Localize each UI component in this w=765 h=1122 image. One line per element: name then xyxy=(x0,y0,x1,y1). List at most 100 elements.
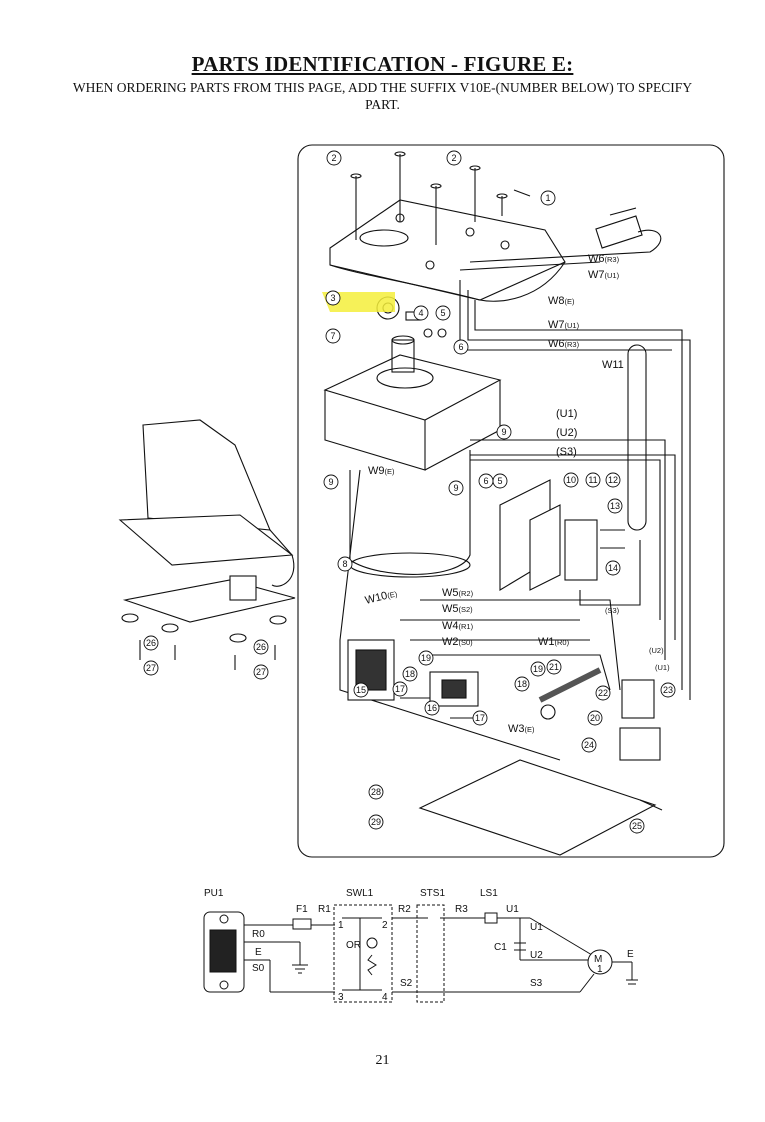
callout-22: 22 xyxy=(598,688,608,698)
callout-4: 4 xyxy=(418,308,423,318)
schematic-label-s3: S3 xyxy=(530,978,543,989)
schematic-label-e-right: E xyxy=(627,949,634,960)
callout-15: 15 xyxy=(356,685,366,695)
callout-12: 12 xyxy=(608,475,618,485)
schematic-label-c1: C1 xyxy=(494,942,507,953)
schematic-label-sts1: STS1 xyxy=(420,888,445,899)
schematic-label-s0: S0 xyxy=(252,963,265,974)
wire-label-w10: W10(E) xyxy=(364,587,399,607)
switch-terminal-4: 4 xyxy=(382,992,388,1003)
wire-label-w6: W6(R3) xyxy=(588,253,620,265)
schematic-label-u2: U2 xyxy=(530,950,543,961)
wire-label-s3-small: (S3) xyxy=(605,606,620,615)
wire-label-w11: W11 xyxy=(602,359,624,371)
wiring-schematic xyxy=(203,904,638,1003)
callout-18: 18 xyxy=(517,679,527,689)
callout-27: 27 xyxy=(146,663,156,673)
schematic-label-u1: U1 xyxy=(506,904,519,915)
callout-9: 9 xyxy=(453,483,458,493)
wire-label-w1: W1(R0) xyxy=(538,636,570,648)
schematic-label-s2: S2 xyxy=(400,978,413,989)
callout-23: 23 xyxy=(663,685,673,695)
schematic-label-r0: R0 xyxy=(252,929,265,940)
callout-13: 13 xyxy=(610,501,620,511)
parts-figure: 1 2 2 3 4 5 6 7 8 9 9 9 6 5 10 11 12 13 … xyxy=(118,144,725,1003)
schematic-label-swl1: SWL1 xyxy=(346,888,374,899)
callout-28: 28 xyxy=(371,787,381,797)
w11-tube xyxy=(627,344,647,531)
callout-6: 6 xyxy=(483,476,488,486)
callout-9: 9 xyxy=(328,477,333,487)
page-number: 21 xyxy=(375,1053,390,1068)
exploded-view-frame xyxy=(297,144,725,858)
motor xyxy=(349,450,471,575)
callout-6: 6 xyxy=(458,342,463,352)
schematic-label-pu1: PU1 xyxy=(204,888,224,899)
schematic-label-motor-sub: 1 xyxy=(597,964,603,975)
wire-label-w4: W4(R1) xyxy=(442,620,474,632)
wire-label-w5-s2: W5(S2) xyxy=(442,603,473,615)
schematic-label-r2: R2 xyxy=(398,904,411,915)
page-title: PARTS IDENTIFICATION - FIGURE E: xyxy=(191,52,574,76)
callout-19: 19 xyxy=(533,664,543,674)
schematic-label-motor: M xyxy=(594,954,602,965)
callout-8: 8 xyxy=(342,559,347,569)
wire-label-w7: W7(U1) xyxy=(548,319,580,331)
micro-switch xyxy=(564,519,598,581)
ordering-instructions: WHEN ORDERING PARTS FROM THIS PAGE, ADD … xyxy=(72,80,693,112)
callout-10: 10 xyxy=(566,475,576,485)
side-cover xyxy=(142,419,271,531)
switch-terminal-3: 3 xyxy=(338,992,344,1003)
wire-label-w6: W6(R3) xyxy=(548,338,580,350)
schematic-label-u1-line: U1 xyxy=(530,922,543,933)
callout-18: 18 xyxy=(405,669,415,679)
bottom-plate xyxy=(418,759,657,856)
callout-16: 16 xyxy=(427,703,437,713)
wire-label-w8: W8(E) xyxy=(548,295,575,307)
callout-25: 25 xyxy=(632,821,642,831)
callout-9: 9 xyxy=(501,427,506,437)
schematic-label-ls1: LS1 xyxy=(480,888,498,899)
callout-20: 20 xyxy=(590,713,600,723)
wire-label-s3: (S3) xyxy=(556,446,577,458)
switch-terminal-1: 1 xyxy=(338,920,344,931)
schematic-label-e: E xyxy=(255,947,262,958)
callout-24: 24 xyxy=(584,740,594,750)
wire-label-u2: (U2) xyxy=(556,427,577,439)
wire-label-u1-small: (U1) xyxy=(655,663,670,672)
wire-label-w9: W9(E) xyxy=(368,465,395,477)
limit-switch xyxy=(595,215,643,249)
wire-label-w2: W2(S0) xyxy=(442,636,473,648)
callout-27: 27 xyxy=(256,667,266,677)
wire-label-u1: (U1) xyxy=(556,408,577,420)
capacitor xyxy=(621,679,655,719)
screw-icon xyxy=(350,151,531,245)
wire-label-w7: W7(U1) xyxy=(588,269,620,281)
callout-17: 17 xyxy=(395,684,405,694)
callout-3: 3 xyxy=(330,293,335,303)
schematic-label-r3: R3 xyxy=(455,904,468,915)
wire-label-w5-r2: W5(R2) xyxy=(442,587,474,599)
callout-14: 14 xyxy=(608,563,618,573)
schematic-label-f1: F1 xyxy=(296,904,308,915)
callout-2: 2 xyxy=(451,153,456,163)
top-plate xyxy=(329,199,566,301)
wire-label-w3: W3(E) xyxy=(508,723,535,735)
wire-label-u2-small: (U2) xyxy=(649,646,664,655)
schematic-label-r1: R1 xyxy=(318,904,331,915)
callout-1: 1 xyxy=(545,193,550,203)
callout-21: 21 xyxy=(549,662,559,672)
foot-icon xyxy=(121,613,287,670)
schematic-label-or: OR xyxy=(346,940,361,951)
callout-11: 11 xyxy=(588,475,597,485)
callout-5: 5 xyxy=(497,476,502,486)
callout-26: 26 xyxy=(256,642,266,652)
callout-2: 2 xyxy=(331,153,336,163)
callout-29: 29 xyxy=(371,817,381,827)
switch-terminal-2: 2 xyxy=(382,920,388,931)
callout-5: 5 xyxy=(440,308,445,318)
callout-7: 7 xyxy=(330,331,335,341)
callout-17: 17 xyxy=(475,713,485,723)
callout-19: 19 xyxy=(421,653,431,663)
callout-26: 26 xyxy=(146,638,156,648)
